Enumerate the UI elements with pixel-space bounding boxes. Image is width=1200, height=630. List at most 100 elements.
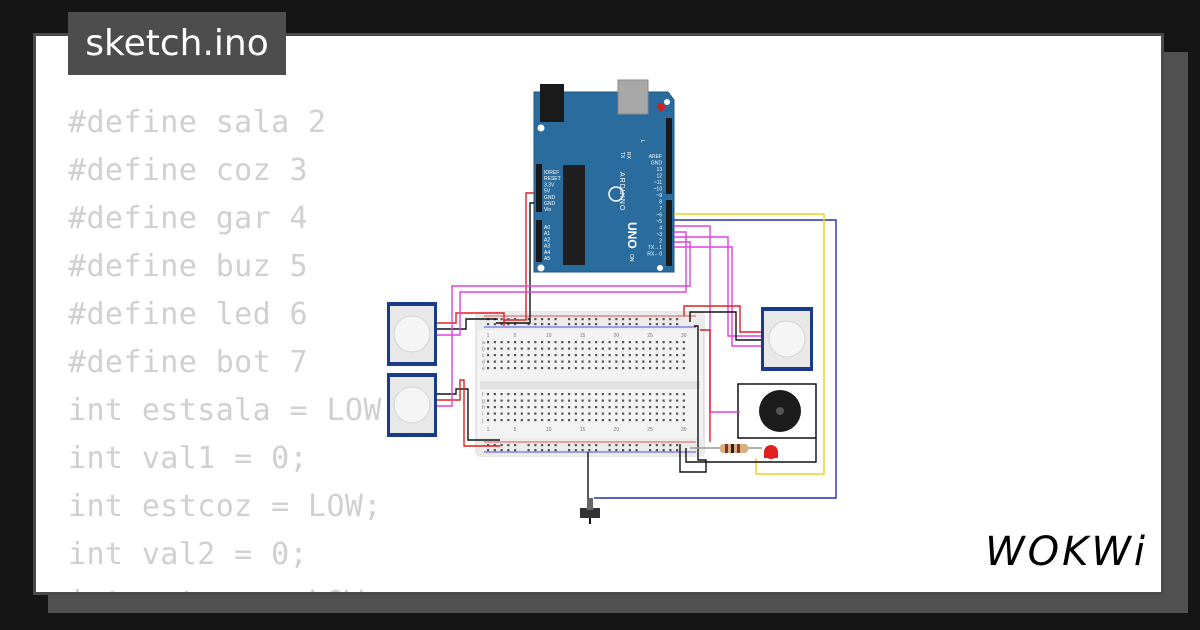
breadboard-hole[interactable]	[655, 354, 658, 357]
breadboard-hole[interactable]	[649, 367, 652, 370]
rail-hole[interactable]	[507, 444, 510, 447]
rail-hole[interactable]	[588, 444, 591, 447]
breadboard-hole[interactable]	[534, 341, 537, 344]
rail-hole[interactable]	[628, 444, 631, 447]
breadboard-hole[interactable]	[561, 406, 564, 409]
breadboard-hole[interactable]	[561, 393, 564, 396]
breadboard-hole[interactable]	[541, 399, 544, 402]
breadboard-hole[interactable]	[628, 393, 631, 396]
breadboard-hole[interactable]	[655, 347, 658, 350]
breadboard-hole[interactable]	[487, 354, 490, 357]
breadboard-hole[interactable]	[500, 367, 503, 370]
breadboard-hole[interactable]	[547, 406, 550, 409]
rail-hole[interactable]	[635, 323, 638, 326]
rail-hole[interactable]	[622, 444, 625, 447]
breadboard-hole[interactable]	[514, 341, 517, 344]
rail-hole[interactable]	[669, 323, 672, 326]
breadboard-hole[interactable]	[487, 419, 490, 422]
breadboard-hole[interactable]	[615, 341, 618, 344]
breadboard-hole[interactable]	[608, 393, 611, 396]
breadboard-hole[interactable]	[554, 367, 557, 370]
rail-hole[interactable]	[547, 323, 550, 326]
rail-hole[interactable]	[649, 318, 652, 321]
rail-hole[interactable]	[655, 318, 658, 321]
breadboard-hole[interactable]	[682, 367, 685, 370]
breadboard-hole[interactable]	[595, 406, 598, 409]
breadboard-hole[interactable]	[574, 360, 577, 363]
rail-hole[interactable]	[669, 444, 672, 447]
breadboard-hole[interactable]	[534, 406, 537, 409]
breadboard-hole[interactable]	[507, 393, 510, 396]
breadboard-hole[interactable]	[608, 367, 611, 370]
breadboard-hole[interactable]	[622, 419, 625, 422]
breadboard-hole[interactable]	[581, 354, 584, 357]
rail-hole[interactable]	[541, 318, 544, 321]
breadboard-hole[interactable]	[500, 419, 503, 422]
rail-hole[interactable]	[655, 449, 658, 452]
breadboard-hole[interactable]	[520, 367, 523, 370]
breadboard-hole[interactable]	[520, 412, 523, 415]
rail-hole[interactable]	[615, 318, 618, 321]
rail-hole[interactable]	[655, 444, 658, 447]
breadboard-hole[interactable]	[487, 360, 490, 363]
breadboard-hole[interactable]	[622, 354, 625, 357]
breadboard-hole[interactable]	[534, 347, 537, 350]
breadboard-hole[interactable]	[601, 341, 604, 344]
rail-hole[interactable]	[608, 449, 611, 452]
breadboard-hole[interactable]	[682, 393, 685, 396]
breadboard-hole[interactable]	[568, 393, 571, 396]
breadboard-hole[interactable]	[493, 419, 496, 422]
breadboard-hole[interactable]	[622, 399, 625, 402]
breadboard-hole[interactable]	[601, 406, 604, 409]
rail-hole[interactable]	[534, 318, 537, 321]
rail-hole[interactable]	[574, 323, 577, 326]
breadboard-hole[interactable]	[534, 393, 537, 396]
rail-hole[interactable]	[655, 323, 658, 326]
rail-hole[interactable]	[514, 318, 517, 321]
breadboard-hole[interactable]	[500, 354, 503, 357]
breadboard-hole[interactable]	[615, 399, 618, 402]
breadboard-hole[interactable]	[554, 354, 557, 357]
breadboard-hole[interactable]	[514, 393, 517, 396]
breadboard-hole[interactable]	[547, 354, 550, 357]
breadboard-hole[interactable]	[635, 347, 638, 350]
breadboard-hole[interactable]	[642, 393, 645, 396]
rail-hole[interactable]	[507, 318, 510, 321]
breadboard-hole[interactable]	[588, 360, 591, 363]
rail-hole[interactable]	[676, 444, 679, 447]
breadboard-hole[interactable]	[608, 341, 611, 344]
breadboard-hole[interactable]	[493, 367, 496, 370]
rail-hole[interactable]	[568, 444, 571, 447]
breadboard-hole[interactable]	[642, 341, 645, 344]
rail-hole[interactable]	[662, 444, 665, 447]
breadboard-hole[interactable]	[608, 406, 611, 409]
rail-hole[interactable]	[622, 449, 625, 452]
breadboard-hole[interactable]	[514, 367, 517, 370]
rail-hole[interactable]	[649, 323, 652, 326]
breadboard-hole[interactable]	[669, 347, 672, 350]
breadboard-hole[interactable]	[676, 367, 679, 370]
rail-hole[interactable]	[635, 449, 638, 452]
breadboard-hole[interactable]	[635, 406, 638, 409]
breadboard-hole[interactable]	[574, 412, 577, 415]
breadboard-hole[interactable]	[493, 406, 496, 409]
breadboard-hole[interactable]	[662, 419, 665, 422]
pir-sensor-gar[interactable]	[761, 307, 813, 371]
breadboard-hole[interactable]	[649, 360, 652, 363]
breadboard-hole[interactable]	[514, 399, 517, 402]
breadboard-hole[interactable]	[487, 347, 490, 350]
rail-hole[interactable]	[487, 323, 490, 326]
rail-hole[interactable]	[649, 449, 652, 452]
breadboard-hole[interactable]	[561, 341, 564, 344]
breadboard-hole[interactable]	[527, 341, 530, 344]
breadboard-hole[interactable]	[635, 399, 638, 402]
breadboard-hole[interactable]	[507, 341, 510, 344]
breadboard-hole[interactable]	[507, 360, 510, 363]
breadboard-hole[interactable]	[527, 393, 530, 396]
rail-hole[interactable]	[595, 323, 598, 326]
breadboard-hole[interactable]	[514, 406, 517, 409]
breadboard-hole[interactable]	[554, 360, 557, 363]
rail-hole[interactable]	[581, 318, 584, 321]
breadboard-hole[interactable]	[649, 347, 652, 350]
breadboard-hole[interactable]	[568, 354, 571, 357]
